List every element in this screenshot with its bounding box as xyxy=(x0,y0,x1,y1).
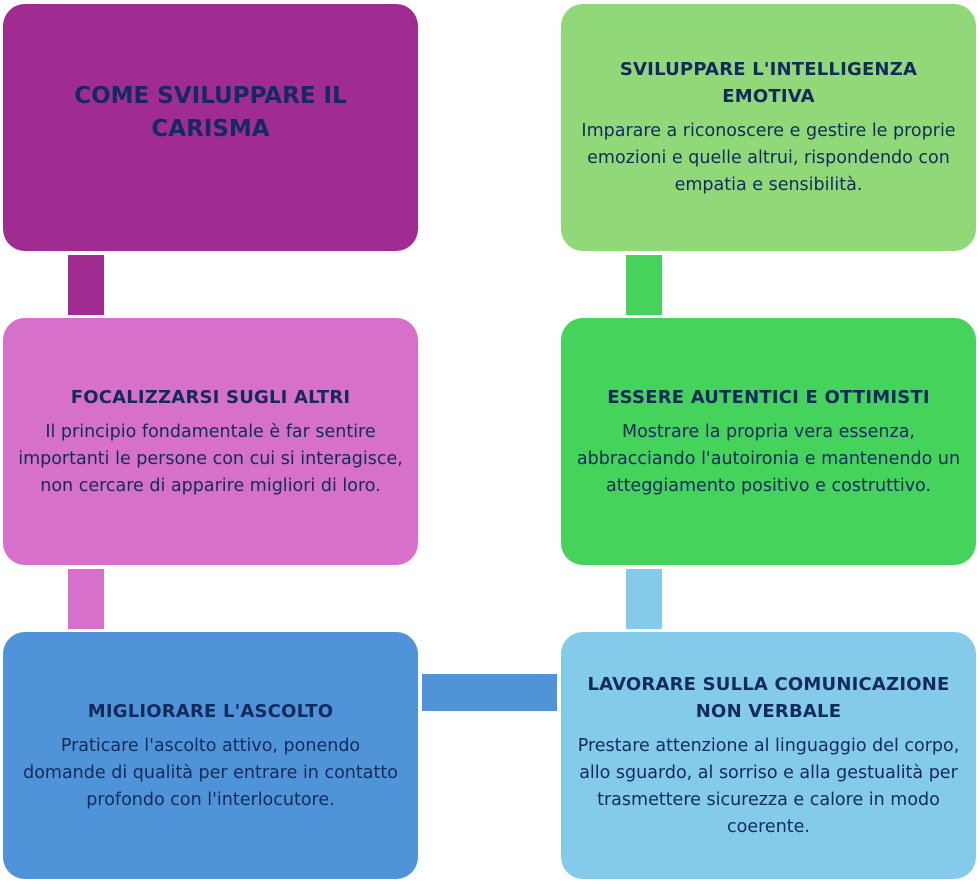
step-title: LAVORARE SULLA COMUNICAZIONE NON VERBALE xyxy=(587,673,950,722)
main-title-box: COME SVILUPPARE IL CARISMA xyxy=(3,4,418,251)
connector xyxy=(68,255,104,315)
step-text: Imparare a riconoscere e gestire le prop… xyxy=(581,121,956,195)
connector xyxy=(68,569,104,629)
connector xyxy=(626,569,662,629)
step-nonverbal: LAVORARE SULLA COMUNICAZIONE NON VERBALE… xyxy=(561,632,976,879)
step-focus-others: FOCALIZZARSI SUGLI ALTRI Il principio fo… xyxy=(3,318,418,565)
step-authentic: ESSERE AUTENTICI E OTTIMISTI Mostrare la… xyxy=(561,318,976,565)
step-text: Mostrare la propria vera essenza, abbrac… xyxy=(576,421,961,496)
step-text: Praticare l'ascolto attivo, ponendo doma… xyxy=(23,735,398,810)
connector xyxy=(422,674,557,711)
main-title: COME SVILUPPARE IL CARISMA xyxy=(74,82,347,142)
step-title: MIGLIORARE L'ASCOLTO xyxy=(87,700,334,722)
step-listening: MIGLIORARE L'ASCOLTO Praticare l'ascolto… xyxy=(3,632,418,879)
step-title: SVILUPPARE L'INTELLIGENZA EMOTIVA xyxy=(619,59,918,107)
step-title: FOCALIZZARSI SUGLI ALTRI xyxy=(70,386,351,408)
step-text: Il principio fondamentale è far sentire … xyxy=(18,421,403,496)
step-emotional-intelligence: SVILUPPARE L'INTELLIGENZA EMOTIVA Impara… xyxy=(561,4,976,251)
step-text: Prestare attenzione al linguaggio del co… xyxy=(577,735,960,837)
step-title: ESSERE AUTENTICI E OTTIMISTI xyxy=(607,386,930,408)
connector xyxy=(626,255,662,315)
